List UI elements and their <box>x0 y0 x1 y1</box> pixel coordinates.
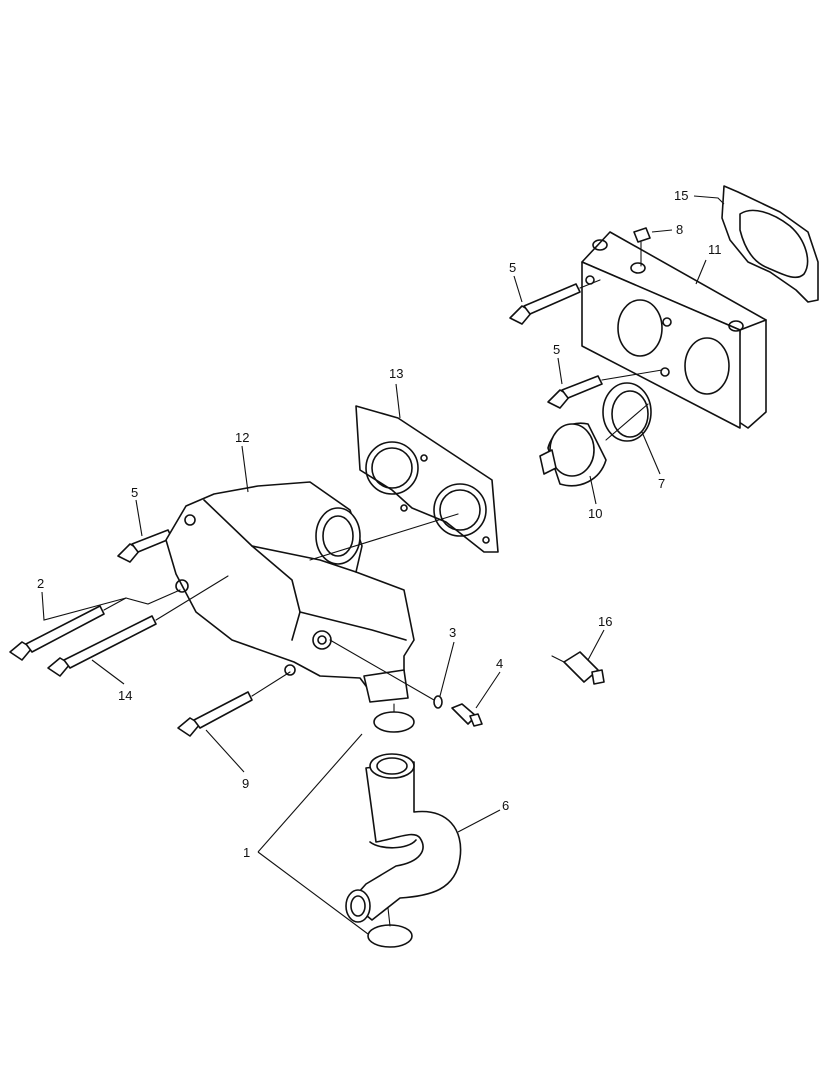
callout-6: 6 <box>502 798 509 813</box>
part-5-bolt-upper <box>509 279 601 325</box>
callout-7: 7 <box>658 476 665 491</box>
part-14-long-bolt <box>47 575 229 677</box>
part-10-thermostat <box>539 403 649 487</box>
part-1-oring-upper <box>373 703 415 733</box>
part-2-long-bolt <box>9 589 181 661</box>
part-13-gasket <box>355 405 499 553</box>
callout-5-middle: 5 <box>553 342 560 357</box>
callout-11: 11 <box>708 242 722 257</box>
part-16-sender <box>551 651 605 685</box>
callout-3: 3 <box>449 625 456 640</box>
callout-13: 13 <box>389 366 403 381</box>
callout-9: 9 <box>242 776 249 791</box>
part-3-washer <box>329 639 443 709</box>
callout-4: 4 <box>496 656 503 671</box>
part-1-oring-lower <box>367 907 413 948</box>
callout-5-upper: 5 <box>509 260 516 275</box>
leader-lines <box>41 195 725 935</box>
callout-12: 12 <box>235 430 249 445</box>
callout-10: 10 <box>588 506 602 521</box>
part-15-gasket <box>721 185 819 303</box>
callout-14: 14 <box>118 688 132 703</box>
callout-1: 1 <box>243 845 250 860</box>
callout-5-lower: 5 <box>131 485 138 500</box>
part-6-bent-pipe <box>345 753 462 923</box>
callout-labels: 15 8 11 5 5 13 12 7 5 10 2 16 3 4 14 9 6… <box>37 188 722 860</box>
part-7-seal-ring <box>602 382 652 442</box>
callout-8: 8 <box>676 222 683 237</box>
callout-16: 16 <box>598 614 612 629</box>
part-12-housing-body <box>165 481 459 703</box>
part-9-bolt <box>177 671 291 737</box>
part-11-housing <box>581 231 767 429</box>
part-4-sensor <box>451 703 483 727</box>
part-5-bolt-middle <box>547 369 663 409</box>
callout-15: 15 <box>674 188 688 203</box>
part-8-plug <box>633 227 651 267</box>
callout-2: 2 <box>37 576 44 591</box>
